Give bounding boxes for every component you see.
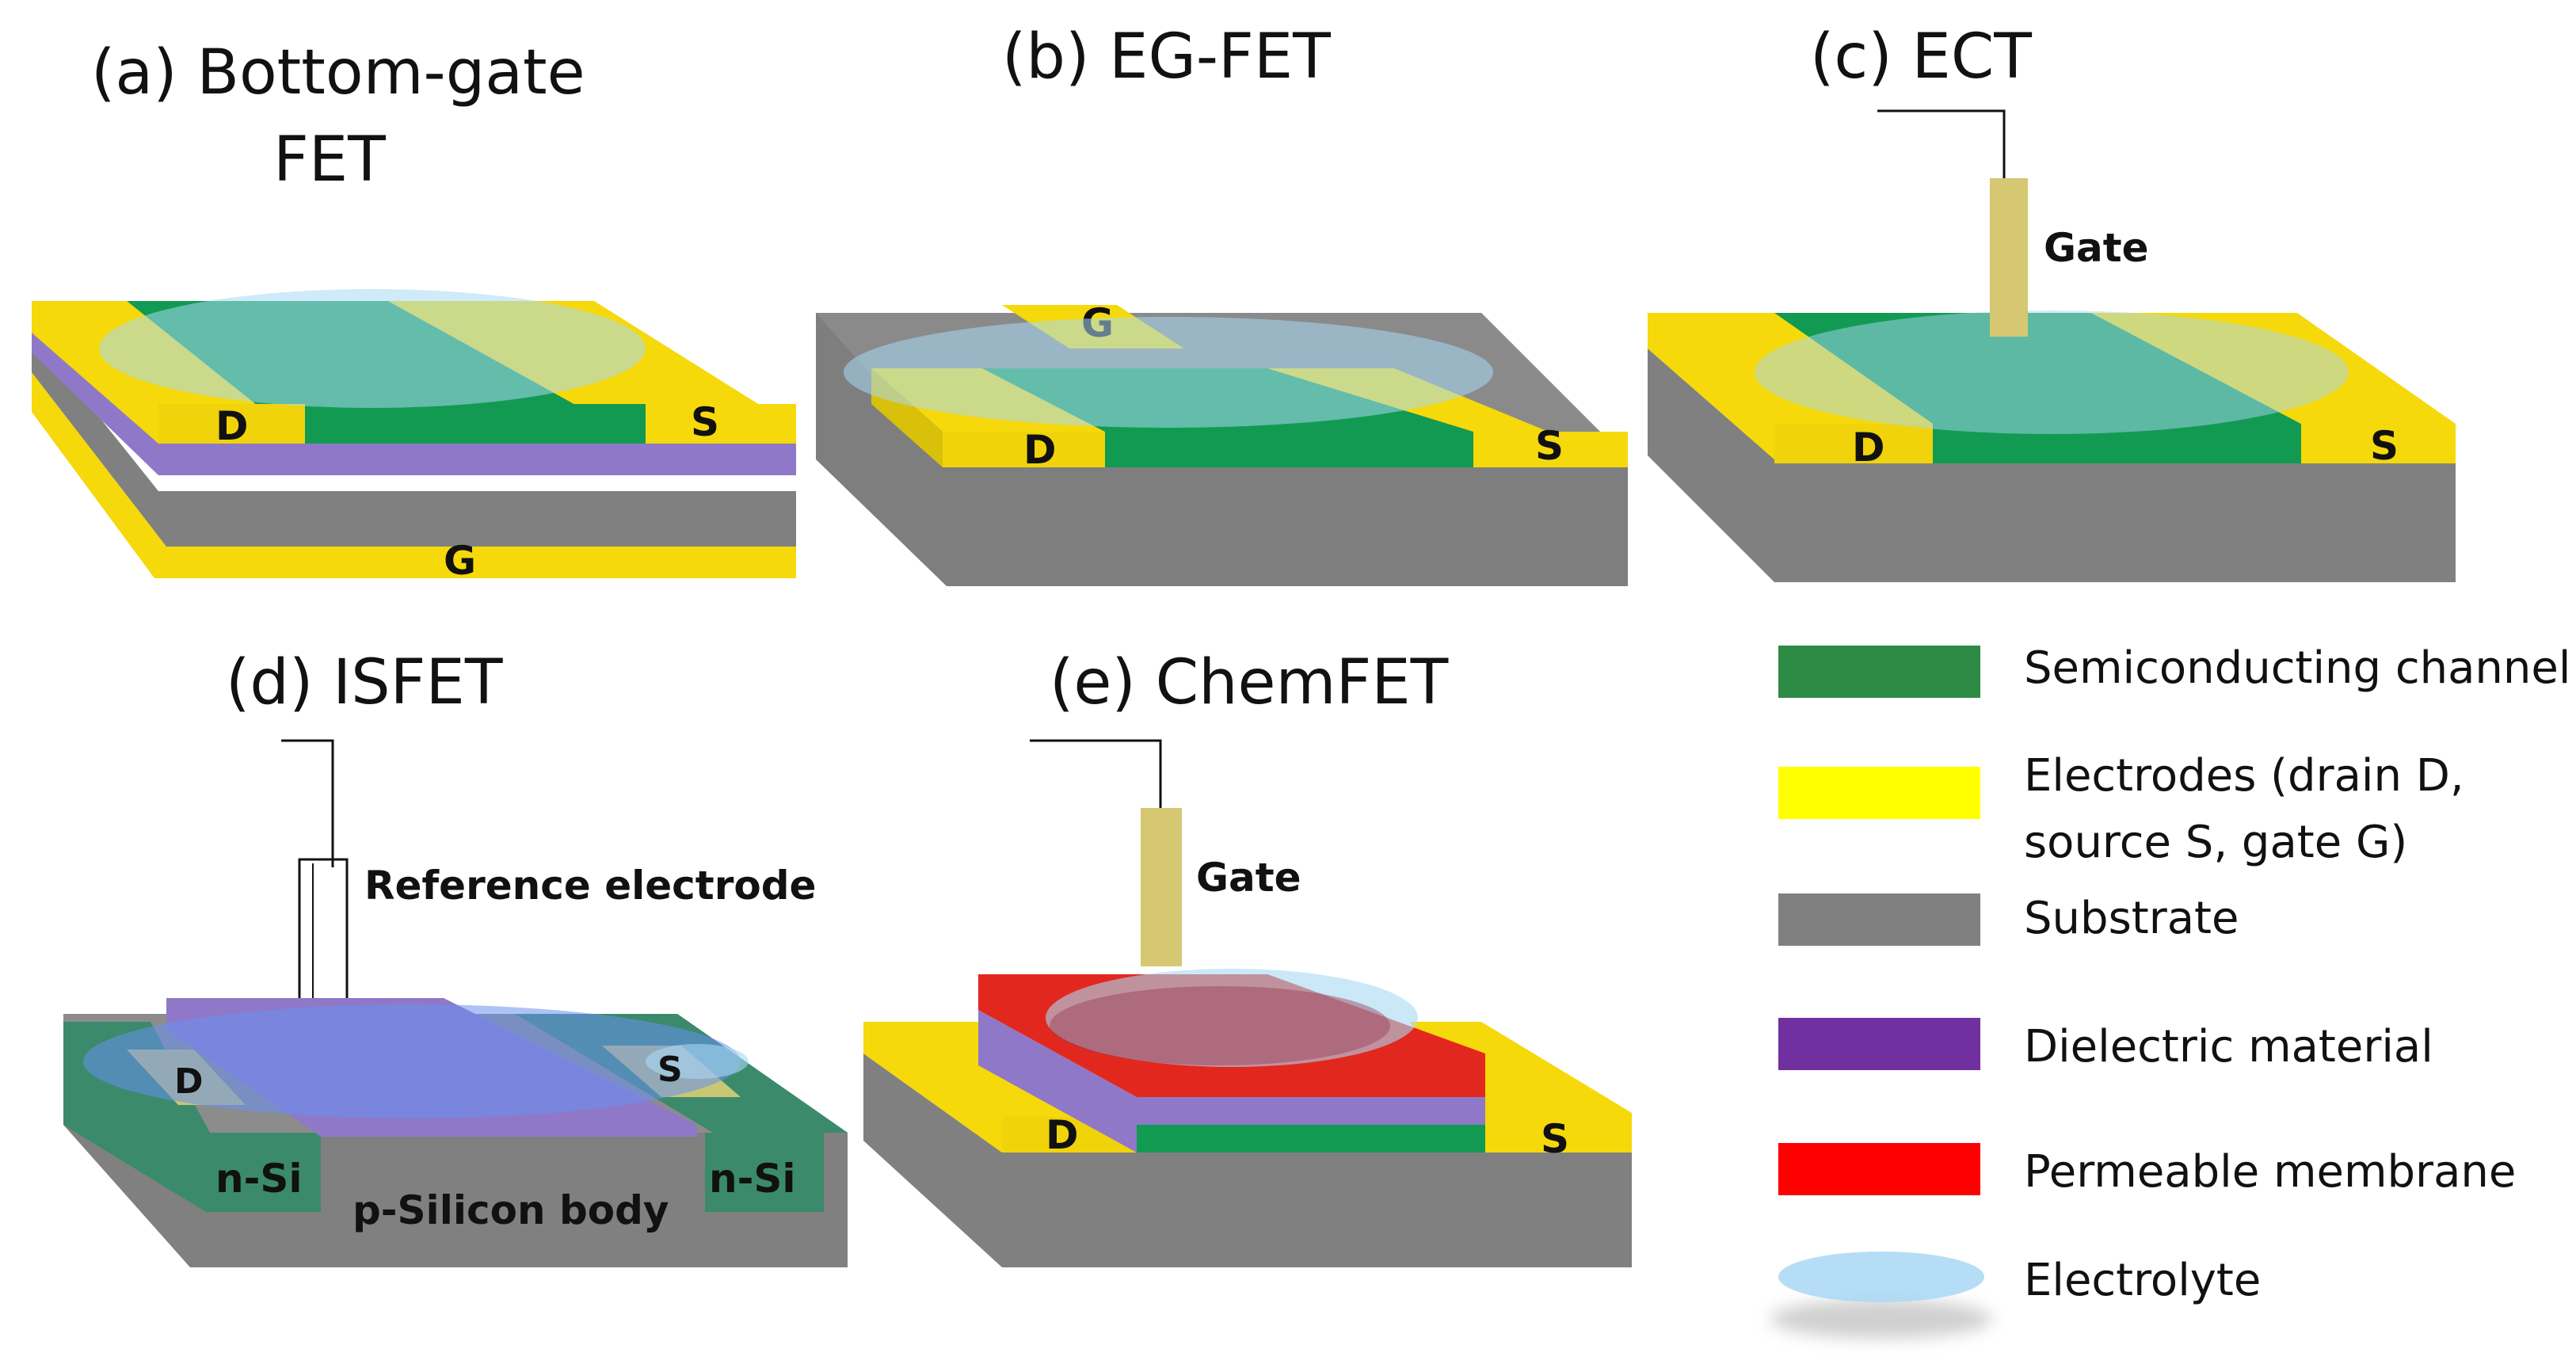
panel-c-electrolyte <box>1755 311 2349 434</box>
panel-d-nsi-left-label: n-Si <box>215 1156 303 1202</box>
panel-b-drain-front <box>943 432 1105 467</box>
panel-c-drain-front <box>1774 424 1933 463</box>
panel-d-body-label: p-Silicon body <box>352 1187 669 1233</box>
panel-c-gate-label: Gate <box>2044 225 2149 271</box>
panel-d-ref-wire <box>281 739 334 867</box>
panel-c-drain-label: D <box>1852 425 1885 471</box>
panel-e-title: (e) ChemFET <box>1050 647 1449 718</box>
panel-d-source-label: S <box>657 1050 683 1090</box>
legend-label-substrate: Substrate <box>2024 893 2239 944</box>
panel-d: (d) ISFET Reference electrode D S n-Si n… <box>63 647 848 1267</box>
panel-e-source-label: S <box>1541 1116 1569 1162</box>
panel-e-channel <box>1137 1125 1485 1153</box>
legend-label-electrolyte: Electrolyte <box>2024 1255 2261 1306</box>
panel-e-substrate <box>863 1053 1632 1267</box>
panel-d-nsi-right-front <box>705 1133 824 1212</box>
legend-label-electrodes-2: source S, gate G) <box>2024 817 2407 868</box>
panel-b-source-label: S <box>1535 423 1564 469</box>
panel-a-electrolyte <box>99 289 646 408</box>
legend-swatch-membrane <box>1778 1143 1980 1195</box>
panel-d-ref-label: Reference electrode <box>364 863 816 909</box>
panel-c-substrate <box>1648 349 2456 582</box>
panel-b-channel-front <box>1105 432 1473 467</box>
panel-d-electrolyte <box>83 1004 741 1118</box>
legend-swatch-channel <box>1778 646 1980 698</box>
panel-e-electrolyte <box>1046 969 1418 1067</box>
panel-b-drain-label: D <box>1023 427 1057 473</box>
panel-b: (b) EG-FET G D S <box>816 21 1628 586</box>
panel-a-title-line2: FET <box>273 124 386 196</box>
legend-label-electrodes-1: Electrodes (drain D, <box>2024 750 2464 802</box>
panel-c-source-front <box>2301 424 2456 463</box>
panel-b-electrolyte <box>844 317 1493 428</box>
panel-a-substrate <box>32 333 796 547</box>
legend-swatch-electrodes <box>1778 767 1980 819</box>
panel-d-nsi-right-label: n-Si <box>709 1156 796 1202</box>
panel-a-dielectric <box>32 321 796 475</box>
panel-c-gate-wire <box>1877 109 2006 178</box>
panel-e-dielectric <box>1137 1097 1485 1125</box>
panel-c-source-label: S <box>2370 423 2399 469</box>
panel-d-title: (d) ISFET <box>226 647 503 718</box>
panel-a: (a) Bottom-gate FET D S G <box>32 37 796 584</box>
panel-e-source-front <box>1485 1117 1632 1153</box>
legend-label-dielectric: Dielectric material <box>2024 1021 2433 1073</box>
panel-e-gate-wire <box>1030 739 1162 808</box>
legend: Semiconducting channel Electrodes (drain… <box>1770 642 2570 1339</box>
legend-swatch-dielectric <box>1778 1018 1980 1070</box>
panel-a-gate-label: G <box>444 538 476 584</box>
panel-e: (e) ChemFET Gate D S <box>863 647 1632 1267</box>
panel-d-drain-label: D <box>174 1061 204 1102</box>
panel-a-drain-label: D <box>215 403 249 449</box>
legend-label-membrane: Permeable membrane <box>2024 1146 2516 1198</box>
legend-swatch-electrolyte <box>1778 1252 1984 1302</box>
panel-e-gate-rod <box>1141 808 1182 966</box>
legend-swatch-substrate <box>1778 893 1980 946</box>
panel-a-source-label: S <box>691 399 719 445</box>
panel-a-drain-front <box>158 404 305 444</box>
panel-e-gate-label: Gate <box>1196 855 1301 901</box>
panel-c-gate-rod <box>1990 178 2028 337</box>
panel-d-nsi-left-front <box>210 1133 321 1212</box>
panel-a-gate-layer <box>32 372 796 578</box>
legend-label-channel: Semiconducting channel <box>2024 642 2570 694</box>
panel-b-source-front <box>1473 432 1628 467</box>
panel-a-title-line1: (a) Bottom-gate <box>91 37 585 109</box>
panel-e-drain-label: D <box>1046 1112 1079 1158</box>
panel-c-title: (c) ECT <box>1810 21 2032 93</box>
panel-b-title: (b) EG-FET <box>1002 21 1331 93</box>
panel-a-channel-front <box>305 404 646 444</box>
panel-a-source-front <box>646 404 796 444</box>
panel-c: (c) ECT Gate D S <box>1648 21 2456 582</box>
